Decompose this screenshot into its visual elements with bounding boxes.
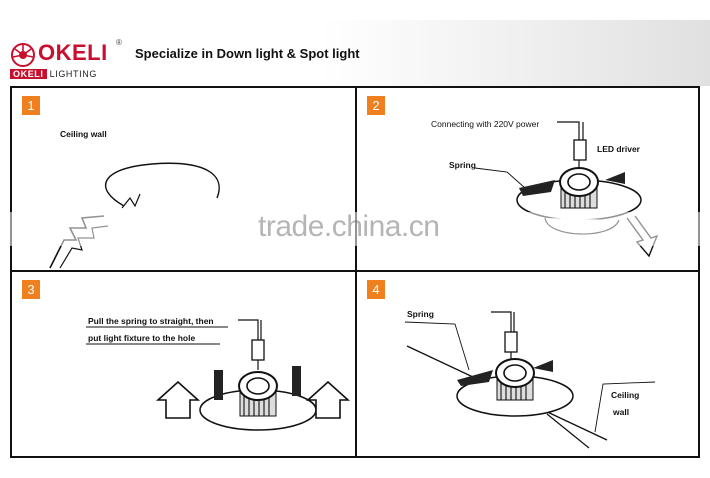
power-connection-label: Connecting with 220V power xyxy=(431,119,539,129)
logo-wordmark: OKELI xyxy=(38,40,108,65)
logo-sub-brand: OKELI xyxy=(10,69,47,79)
ceiling-label-line-1: Ceiling xyxy=(611,390,639,400)
step-3-illustration: Pull the spring to straight, then put li… xyxy=(86,316,351,431)
right-spring-clip xyxy=(605,172,625,184)
watermark-text: trade.china.cn xyxy=(258,210,440,243)
brand-logo: OKELI ® OKELI LIGHTING xyxy=(10,38,122,86)
step-number-badge: 4 xyxy=(367,280,385,299)
watermark-band xyxy=(10,212,700,246)
registered-mark: ® xyxy=(116,38,122,47)
step-4-illustration: Spring Ceiling wall xyxy=(404,309,656,449)
right-spring-clip xyxy=(533,360,553,372)
logo-sub-text: LIGHTING xyxy=(49,69,97,79)
logo-sunburst-icon xyxy=(11,43,35,67)
step-number-badge: 3 xyxy=(22,280,40,299)
led-driver-box xyxy=(573,139,587,161)
led-driver-box xyxy=(251,339,265,361)
instruction-line-1: Pull the spring to straight, then xyxy=(88,316,214,326)
up-arrow-right-icon xyxy=(305,380,351,419)
ceiling-hole-outline xyxy=(104,162,220,207)
step-number-badge: 1 xyxy=(22,96,40,115)
led-driver-label: LED driver xyxy=(597,144,641,154)
left-spring-straight xyxy=(214,370,223,400)
left-spring-clip xyxy=(457,370,493,386)
instruction-line-2: put light fixture to the hole xyxy=(88,333,195,343)
step-panel-4: 4 Spring Ceiling wall xyxy=(355,270,700,458)
up-arrow-left-icon xyxy=(155,380,201,419)
step-number-badge: 2 xyxy=(367,96,385,115)
logo-subline: OKELI LIGHTING xyxy=(10,68,118,81)
led-driver-box xyxy=(504,331,518,353)
spring-label: Spring xyxy=(407,309,434,319)
ceiling-wall-label: Ceiling wall xyxy=(60,129,107,139)
ceiling-label-line-2: wall xyxy=(612,407,629,417)
step-panel-3: 3 Pull the spring to straight, then put … xyxy=(10,270,357,458)
left-spring-clip xyxy=(519,180,555,196)
spring-label: Spring xyxy=(449,160,476,170)
right-spring-straight xyxy=(292,366,301,396)
page-header: OKELI ® OKELI LIGHTING Specialize in Dow… xyxy=(0,20,710,86)
page-tagline: Specialize in Down light & Spot light xyxy=(135,46,360,61)
